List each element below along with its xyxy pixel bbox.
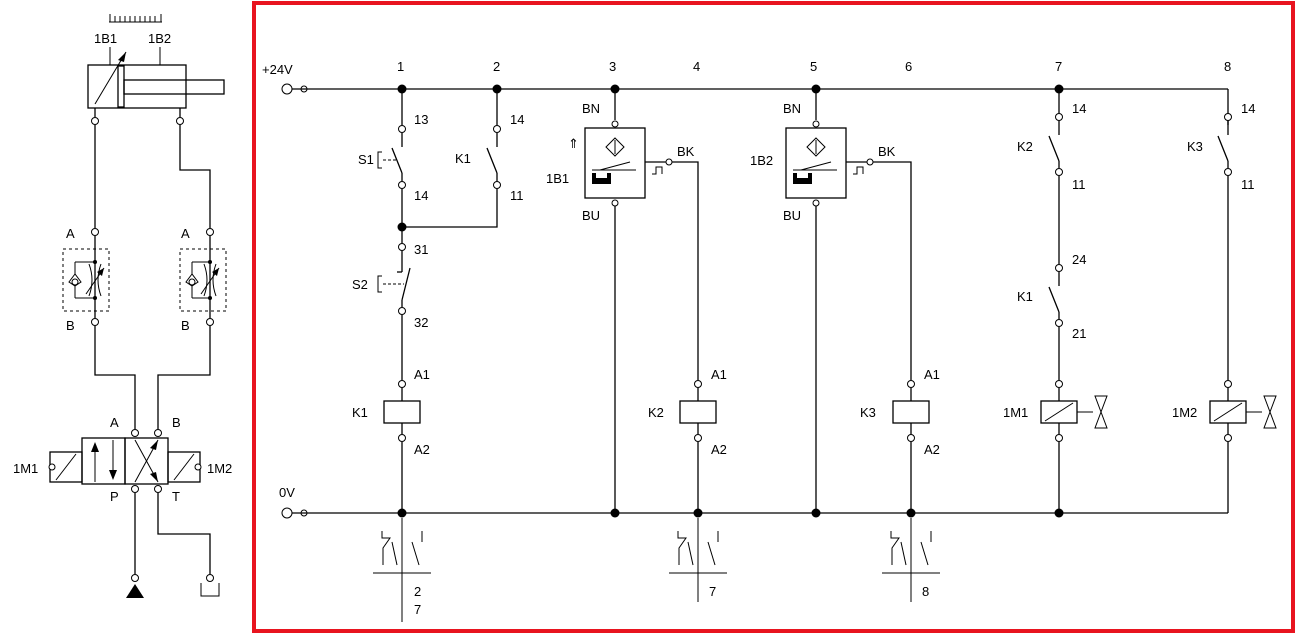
k1-terminal-11: 11: [510, 188, 524, 203]
contact-table-k3: 8: [882, 518, 940, 602]
b1-bk-label: BK: [677, 144, 695, 159]
rung-number: 1: [397, 59, 404, 74]
port-b-label: B: [181, 318, 190, 333]
k2-coil-a1: A1: [711, 367, 727, 382]
k1-coil-a1: A1: [414, 367, 430, 382]
s2-terminal-31: 31: [414, 242, 428, 257]
solenoid-1m2-label: 1M2: [207, 461, 232, 476]
sensor-1b1: [584, 127, 646, 199]
rung-3-4: BN 1B1 ⇑ BU BK A1 K2: [546, 89, 727, 518]
k3-contact-label: K3: [1187, 139, 1203, 154]
electrical-frame: [252, 1, 1295, 633]
b2-bk-label: BK: [878, 144, 896, 159]
s1-terminal-13: 13: [414, 112, 428, 127]
sensor-1b1-label: 1B1: [94, 31, 117, 46]
b2-bn-label: BN: [783, 101, 801, 116]
contact-ref: 7: [414, 602, 421, 617]
s1-label: S1: [358, 152, 374, 167]
k3-coil-a1: A1: [924, 367, 940, 382]
port-a-label: A: [181, 226, 190, 241]
flow-control-valve-left: A B: [62, 226, 110, 333]
b1-bu-label: BU: [582, 208, 600, 223]
supply-0v-label: 0V: [279, 485, 295, 500]
s2-label: S2: [352, 277, 368, 292]
k1-terminal-14: 14: [510, 112, 524, 127]
position-scale: [109, 14, 162, 23]
rung-number: 8: [1224, 59, 1231, 74]
s1-pushbutton: [377, 133, 403, 181]
k3-terminal-14: 14: [1241, 101, 1255, 116]
contact-table-k2: 7: [669, 518, 727, 602]
valve-port-t: T: [172, 489, 180, 504]
k1-terminal-24: 24: [1072, 252, 1086, 267]
k1-coil-a2: A2: [414, 442, 430, 457]
contact-ref: 2: [414, 584, 421, 599]
k3-coil-label: K3: [860, 405, 876, 420]
k1-nc-label: K1: [1017, 289, 1033, 304]
double-acting-cylinder: [87, 51, 225, 109]
rung-number: 7: [1055, 59, 1062, 74]
k2-contact-label: K2: [1017, 139, 1033, 154]
valve-port-b: B: [172, 415, 181, 430]
k1-relay-coil: [383, 400, 421, 424]
supply-24v-terminal: [281, 83, 293, 95]
rung-1: 13 S1 14 31 S2: [352, 89, 430, 518]
rung-7: 14 K2 11 24 K1 21 1M1: [1003, 89, 1108, 518]
k3-terminal-11: 11: [1241, 177, 1255, 192]
s2-pushbutton-nc: [377, 251, 411, 307]
solenoid-1m2-label: 1M2: [1172, 405, 1197, 420]
rung-2: 14 K1 11: [402, 89, 524, 228]
rung-number: 5: [810, 59, 817, 74]
flow-control-valve-right: A B: [179, 226, 227, 333]
supply-24v-label: +24V: [262, 62, 293, 77]
rung-number: 3: [609, 59, 616, 74]
solenoid-1m1-label: 1M1: [1003, 405, 1028, 420]
k2-terminal-14: 14: [1072, 101, 1086, 116]
valve-port-a: A: [110, 415, 119, 430]
b1-bn-label: BN: [582, 101, 600, 116]
rung-number: 4: [693, 59, 700, 74]
sensor-1b1-label: 1B1: [546, 171, 569, 186]
sensor-1b2: [785, 127, 847, 199]
rung-number: 6: [905, 59, 912, 74]
pneumatic-circuit: 1B1 1B2 A B: [13, 14, 232, 598]
k1-terminal-21: 21: [1072, 326, 1086, 341]
k2-coil-label: K2: [648, 405, 664, 420]
k2-coil-a2: A2: [711, 442, 727, 457]
k1-hold-label: K1: [455, 151, 471, 166]
contact-ref: 8: [922, 584, 929, 599]
k1-coil-label: K1: [352, 405, 368, 420]
sensor-1b2-label: 1B2: [148, 31, 171, 46]
contact-ref: 7: [709, 584, 716, 599]
port-b-label: B: [66, 318, 75, 333]
electrical-circuit: +24V 0V 1 2 3 4 5 6 7 8 13: [262, 59, 1277, 622]
k3-coil-a2: A2: [924, 442, 940, 457]
supply-0v-terminal: [281, 507, 293, 519]
k2-terminal-11: 11: [1072, 177, 1086, 192]
directional-valve-4-2: A B P T 1M1 1M2: [13, 415, 232, 504]
arrow-up-icon: ⇑: [568, 136, 579, 151]
sensor-1b2-label: 1B2: [750, 153, 773, 168]
valve-port-p: P: [110, 489, 119, 504]
rung-number: 2: [493, 59, 500, 74]
exhaust-icon: [200, 583, 220, 597]
rung-5-6: BN 1B2 BU BK A1 K3: [750, 89, 940, 518]
s1-terminal-14: 14: [414, 188, 428, 203]
contact-table-k1: 2 7: [373, 518, 431, 622]
pressure-source-icon: [126, 584, 144, 598]
k3-relay-coil: [892, 400, 930, 424]
k2-relay-coil: [679, 400, 717, 424]
rung-8: 14 K3 11 1M2: [1172, 101, 1277, 513]
b2-bu-label: BU: [783, 208, 801, 223]
solenoid-1m1-label: 1M1: [13, 461, 38, 476]
port-a-label: A: [66, 226, 75, 241]
s2-terminal-32: 32: [414, 315, 428, 330]
